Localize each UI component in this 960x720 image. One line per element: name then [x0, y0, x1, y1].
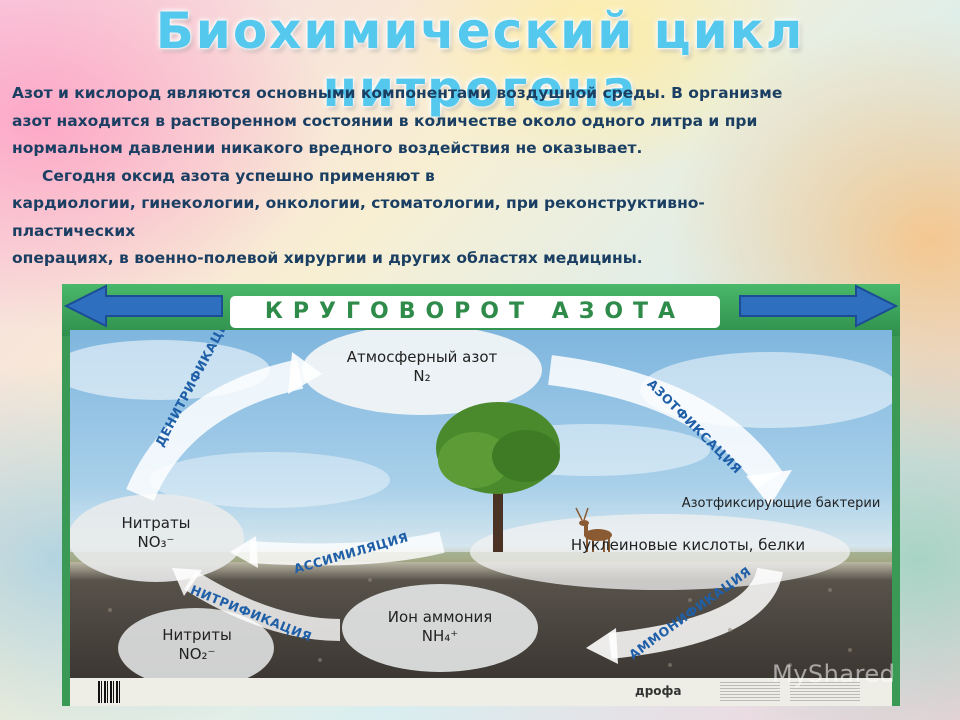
deer-icon: [575, 507, 612, 552]
ammonium-ellipse: [342, 584, 538, 672]
tree-crown: [492, 430, 560, 482]
body-line: Сегодня оксид азота успешно применяют в: [42, 166, 435, 185]
page-title: Биохимический цикл нитрогена: [155, 2, 805, 118]
tree-trunk: [493, 480, 503, 552]
atmospheric-nitrogen-label: Атмосферный азот N₂: [342, 348, 502, 386]
bacteria-label: Азотфиксирующие бактерии: [681, 496, 881, 511]
ammonification-arrow: [608, 566, 783, 659]
denitrification-arrowhead: [288, 352, 322, 394]
body-line: операциях, в военно-полевой хирургии и д…: [12, 249, 643, 267]
poster-footer: дрофа: [70, 678, 892, 706]
poster-title: КРУГОВОРОТ АЗОТА: [230, 296, 720, 328]
node-formula: NO₂⁻: [178, 645, 216, 663]
body-line: Азот и кислород являются основными компо…: [12, 84, 783, 102]
cloud: [150, 452, 390, 508]
nitrogen-cycle-poster: КРУГОВОРОТ АЗОТА: [62, 284, 900, 706]
nitrites-ellipse: [118, 608, 274, 678]
assimilation-arrow: [249, 531, 445, 566]
denitrification-arrow: [126, 359, 304, 502]
azotfixation-arrowhead: [746, 470, 792, 506]
cycle-scene: Атмосферный азот N₂ Нитраты NO₃⁻ Азотфик…: [70, 330, 892, 678]
ammonification-arrowhead: [586, 628, 618, 664]
node-formula: NO₃⁻: [137, 533, 175, 551]
watermark: MyShared: [772, 660, 896, 688]
publisher-logo: дрофа: [635, 684, 682, 698]
node-formula: N₂: [413, 367, 431, 385]
nitrates-label: Нитраты NO₃⁻: [96, 514, 216, 552]
arrow-left-icon: [63, 284, 223, 328]
ammonium-label: Ион аммония NH₄⁺: [370, 608, 510, 646]
node-formula: NH₄⁺: [421, 627, 459, 645]
nucleic-acids-label: Нуклеиновые кислоты, белки: [570, 536, 806, 554]
body-line: нормальном давлении никакого вредного во…: [12, 139, 643, 157]
scene-graphics: [70, 330, 892, 678]
nitrification-arrow: [184, 570, 341, 641]
nitrites-label: Нитриты NO₂⁻: [142, 626, 252, 664]
azotfixation-arrow: [548, 355, 783, 489]
atmosphere-ellipse: [302, 330, 542, 415]
nitrification-arrowhead: [172, 568, 202, 596]
assimilation-arrowhead: [230, 536, 258, 568]
nitrates-ellipse: [70, 494, 244, 582]
header-arrows: [63, 284, 899, 328]
node-name: Нитриты: [162, 626, 232, 644]
cloud: [70, 340, 270, 400]
body-line: пластических: [12, 221, 136, 240]
soil-texture: [108, 578, 852, 667]
nucleic-ellipse: [470, 514, 850, 590]
barcode-icon: [98, 681, 120, 703]
node-name: Нитраты: [121, 514, 191, 532]
poster-header: КРУГОВОРОТ АЗОТА: [62, 284, 900, 336]
fine-print: [790, 682, 860, 702]
fine-print: [720, 682, 780, 702]
arrow-right-icon: [739, 284, 899, 328]
body-text: Азот и кислород являются основными компо…: [12, 80, 942, 273]
body-line: кардиологии, гинекологии, онкологии, сто…: [12, 194, 705, 212]
node-name: Атмосферный азот: [346, 348, 498, 366]
body-line: азот находится в растворенном состоянии …: [12, 111, 758, 130]
tree-crown: [438, 432, 510, 488]
node-name: Ион аммония: [387, 608, 493, 626]
